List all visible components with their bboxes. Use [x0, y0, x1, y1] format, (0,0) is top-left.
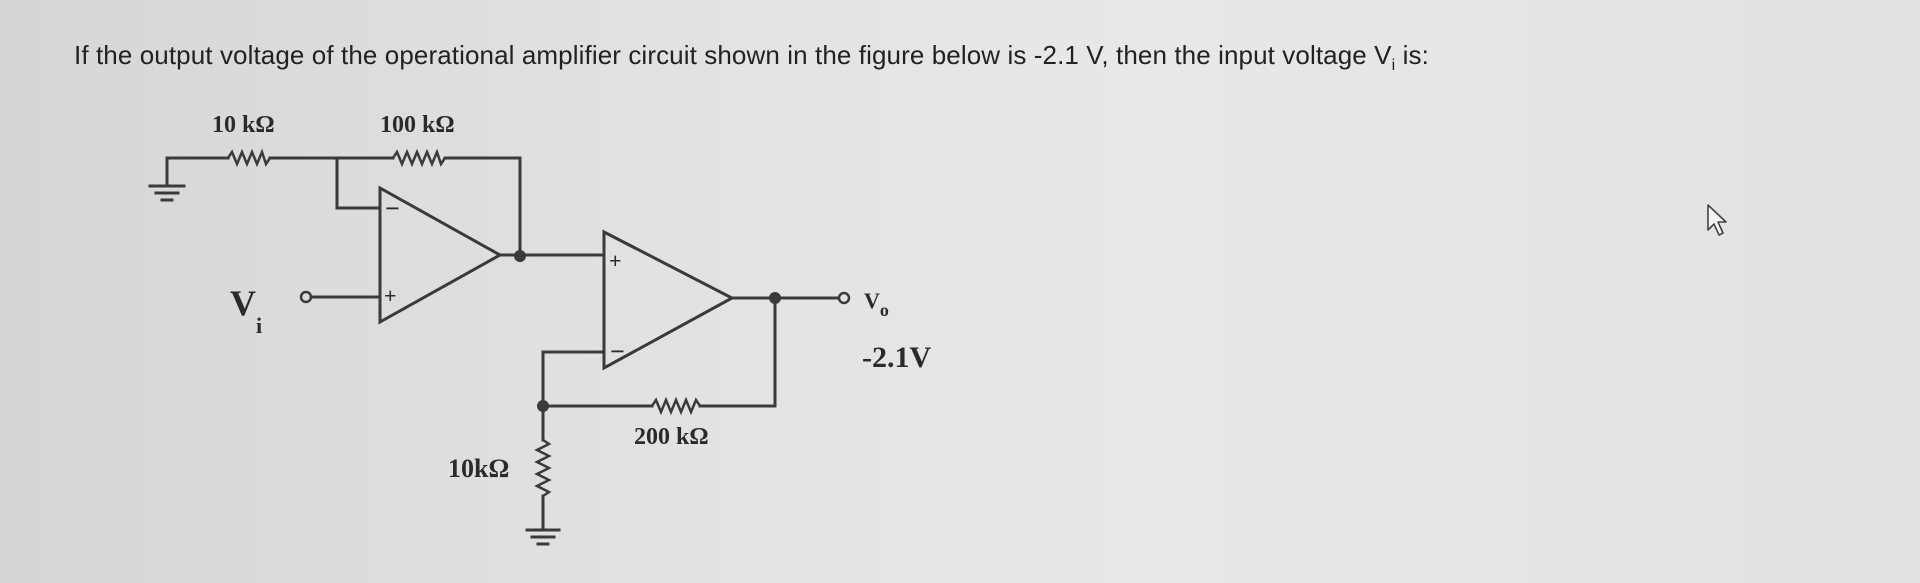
vi-subscript: i: [256, 313, 262, 338]
opamp-2-minus: −: [610, 337, 625, 366]
resistor-r4-label: 10kΩ: [448, 454, 509, 483]
vo-terminal: [837, 291, 851, 305]
question-subscript: i: [1391, 57, 1396, 75]
resistor-r3: [650, 396, 702, 416]
resistor-r1-label: 10 kΩ: [212, 112, 275, 138]
wire-feedback-1: [443, 156, 522, 258]
resistor-r1: [226, 148, 272, 168]
vi-label: Vi: [230, 283, 262, 338]
ground-symbol-bottom: [525, 528, 561, 546]
mouse-cursor-icon: [1707, 204, 1727, 236]
opamp-1-minus: −: [385, 194, 400, 223]
junction-output-1: [514, 250, 526, 262]
opamp-2-plus: +: [609, 248, 622, 273]
resistor-r4: [534, 438, 552, 498]
question-text-end: is:: [1395, 40, 1429, 70]
wire-inverting-1: [335, 156, 382, 210]
vo-main: V: [864, 288, 880, 313]
vi-main: V: [230, 283, 256, 323]
vo-subscript: o: [880, 300, 889, 320]
opamp-2: [602, 229, 736, 371]
vo-value: -2.1V: [862, 341, 931, 374]
resistor-r2-label: 100 kΩ: [380, 112, 455, 138]
ground-symbol-left: [148, 156, 186, 202]
wire-inverting-2: [541, 350, 606, 408]
wire-feedback-2: [698, 296, 777, 408]
resistor-r2: [391, 148, 447, 168]
resistor-r3-label: 200 kΩ: [634, 424, 709, 450]
question-text-main: If the output voltage of the operational…: [74, 40, 1392, 70]
vo-label: Vo: [864, 288, 889, 320]
question-text: If the output voltage of the operational…: [74, 40, 1429, 75]
opamp-1: [378, 185, 504, 325]
opamp-1-plus: +: [384, 283, 397, 308]
